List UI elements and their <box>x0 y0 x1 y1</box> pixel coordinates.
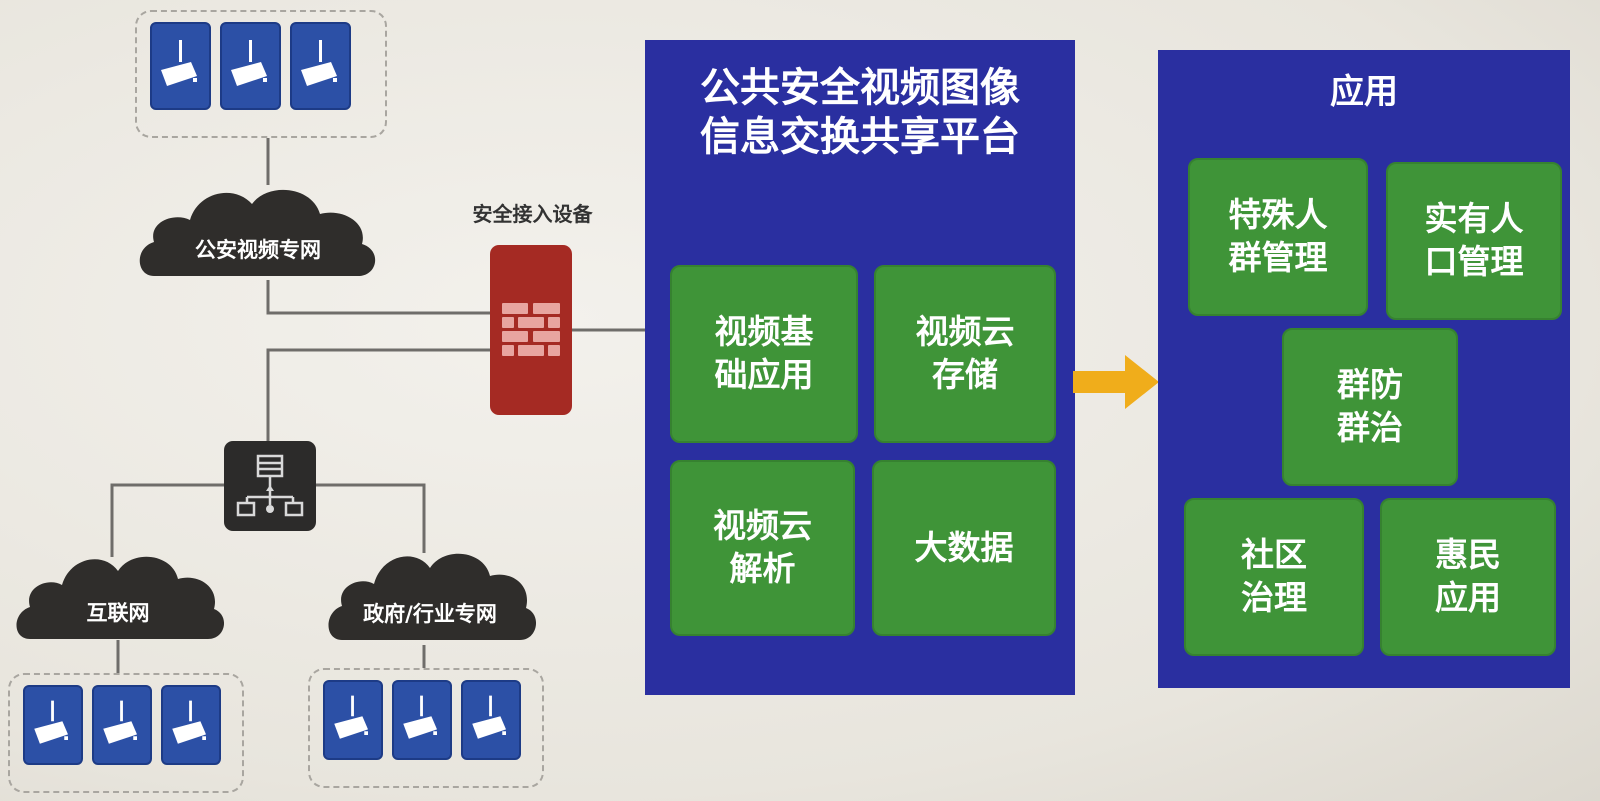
application-panel: 应用 特殊人 群管理 实有人 口管理 群防 群治 社区 治理 惠民 应用 <box>1158 50 1570 688</box>
tile-public-services: 惠民 应用 <box>1380 498 1556 656</box>
firewall-label: 安全接入设备 <box>472 202 593 226</box>
surveillance-camera-icon <box>290 22 351 110</box>
line-police-cloud-to-firewall <box>266 280 490 315</box>
tile-mass-prevention: 群防 群治 <box>1282 328 1458 486</box>
line-firewall-to-switch <box>266 348 490 441</box>
line-switch-to-internet <box>110 483 224 557</box>
surveillance-camera-icon <box>323 680 383 760</box>
network-switch <box>224 441 316 531</box>
firewall-device <box>490 245 572 415</box>
cloud-label: 公安视频专网 <box>195 238 321 262</box>
firewall-icon <box>502 303 560 356</box>
right-arrow-icon <box>1073 355 1159 409</box>
tile-community-governance: 社区 治理 <box>1184 498 1364 656</box>
surveillance-camera-icon <box>23 685 83 765</box>
tile-video-cloud-storage: 视频云 存储 <box>874 265 1056 443</box>
surveillance-camera-icon <box>392 680 452 760</box>
surveillance-camera-icon <box>161 685 221 765</box>
application-title: 应用 <box>1330 72 1398 112</box>
cloud-icon <box>139 189 376 276</box>
cloud-label: 互联网 <box>86 601 150 625</box>
cloud-icon <box>328 553 536 640</box>
cloud-icon <box>16 556 224 639</box>
surveillance-camera-icon <box>220 22 281 110</box>
tile-big-data: 大数据 <box>872 460 1056 636</box>
line-switch-to-gov <box>316 483 426 553</box>
surveillance-camera-icon <box>150 22 211 110</box>
platform-title: 公共安全视频图像 信息交换共享平台 <box>700 65 1020 160</box>
tile-resident-population: 实有人 口管理 <box>1386 162 1562 320</box>
surveillance-camera-icon <box>92 685 152 765</box>
cloud-internet: 互联网 <box>12 545 224 645</box>
camera-group-internet <box>8 673 244 793</box>
network-switch-icon <box>236 454 304 517</box>
platform-panel: 公共安全视频图像 信息交换共享平台 视频基 础应用 视频云 存储 视频云 解析 … <box>645 40 1075 695</box>
surveillance-camera-icon <box>461 680 521 760</box>
camera-group-police <box>135 10 387 138</box>
tile-video-cloud-analysis: 视频云 解析 <box>670 460 855 636</box>
tile-video-basic-apps: 视频基 础应用 <box>670 265 858 443</box>
tile-special-groups: 特殊人 群管理 <box>1188 158 1368 316</box>
cloud-gov-network: 政府/行业专网 <box>324 540 536 646</box>
camera-group-gov <box>308 668 544 788</box>
cloud-police-network: 公安视频专网 <box>134 178 382 282</box>
cloud-label: 政府/行业专网 <box>363 602 497 626</box>
